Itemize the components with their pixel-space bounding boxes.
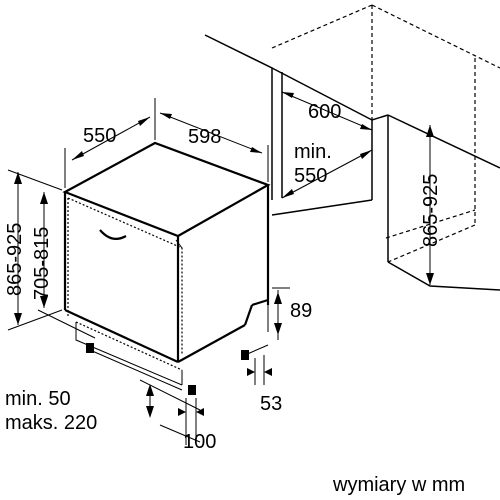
door-height-label: 705-815 — [31, 227, 53, 300]
dim-depth: 550 — [64, 98, 156, 188]
dim-door-height: 705-815 — [31, 192, 96, 339]
plinth-depth-label: 100 — [183, 431, 216, 453]
niche-width-label: 600 — [308, 101, 341, 123]
dim-foot-adjust: min. 50 maks. 220 — [5, 379, 201, 434]
dim-appliance-height: 865-925 — [4, 169, 63, 331]
niche-depth-label: 550 — [294, 165, 327, 187]
plinth-height-label: 89 — [290, 300, 312, 322]
dim-niche-width: 600 — [281, 91, 373, 131]
adjust-min-label: min. 50 — [5, 388, 71, 410]
units-note: wymiary w mm — [332, 474, 465, 496]
dishwasher-body — [62, 141, 271, 391]
adjustable-feet — [86, 343, 249, 395]
dim-niche-depth: min. 550 — [281, 141, 373, 199]
niche-depth-min: min. — [294, 141, 332, 163]
niche-height-label: 865-925 — [420, 174, 442, 247]
cabinet-niche — [204, 4, 500, 291]
plinth-gap-label: 53 — [260, 393, 282, 415]
dim-plinth-depth: 100 — [159, 398, 216, 453]
adjust-max-label: maks. 220 — [5, 412, 97, 434]
door-handle — [99, 229, 127, 241]
dim-width: 598 — [159, 112, 269, 182]
appliance-height-label: 865-925 — [4, 223, 26, 296]
dim-plinth-height: 89 — [267, 287, 312, 340]
dim-niche-height: 865-925 — [420, 125, 442, 285]
depth-label: 550 — [83, 125, 116, 147]
width-label: 598 — [188, 126, 221, 148]
dim-plinth-gap: 53 — [244, 344, 282, 415]
